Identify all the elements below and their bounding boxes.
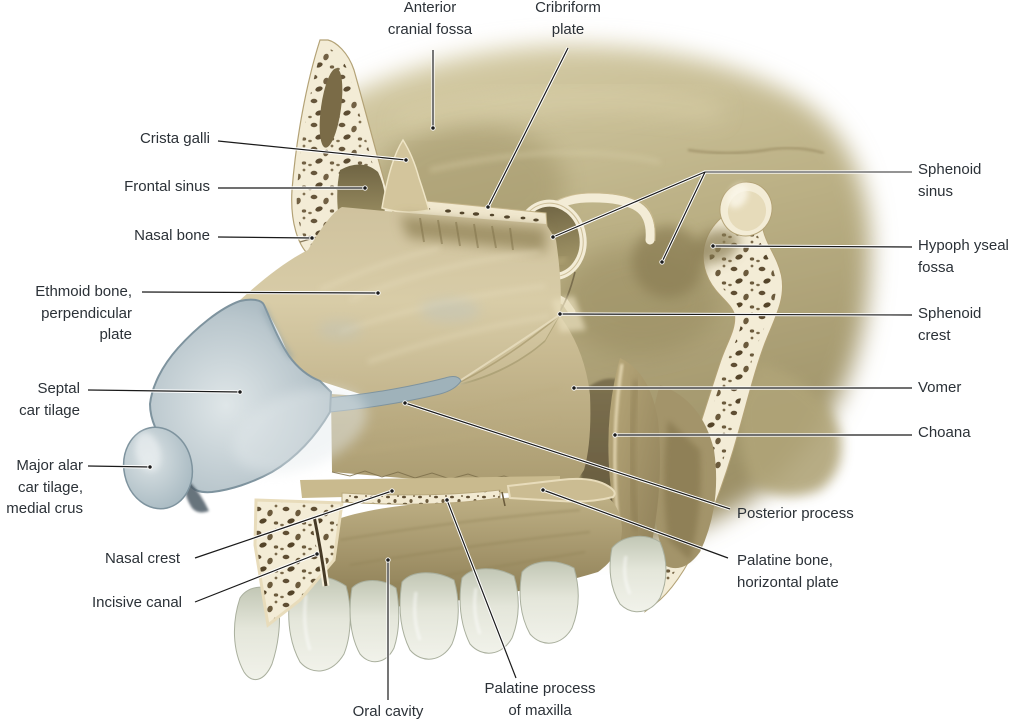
tooth [399,572,459,660]
leader-palatine-bone [542,489,729,559]
label-vomer: Vomer [918,379,962,396]
clivus-shape [737,362,842,497]
label-cribriform-plate: Cribriform plate [535,0,601,38]
upper-teeth-row [233,535,667,680]
leader-lines [87,47,913,700]
diploic-space [319,68,343,148]
label-frontal-sinus: Frontal sinus [124,178,210,195]
label-posterior-process: Posterior process [737,505,854,522]
label-choana: Choana [918,424,971,441]
label-incisive-canal: Incisive canal [91,594,182,611]
leader-septal-cartilage [87,389,241,393]
incisive-canal-slit [312,515,328,587]
major-alar-cartilage-shape [122,426,194,510]
maxilla-and-palate [233,476,667,680]
label-ethmoid-bone: Ethmoid bone, perpendicular plate [35,283,132,343]
leader-nasal-bone [217,236,313,239]
septal-cartilage-shape [122,298,462,513]
label-palatine-bone: Palatine bone, horizontal plate [737,552,839,591]
frontal-bone-strip [291,39,397,257]
tooth [519,561,579,644]
leader-nasal-crest [194,490,393,559]
nostril-notch [185,482,209,513]
leader-sphenoid-crest [559,313,913,316]
leader-ethmoid-bone [141,291,379,294]
leader-major-alar-cartilage [87,465,151,468]
leader-hypophyseal-fossa [712,245,913,248]
leader-palatine-process [446,499,517,679]
label-major-alar-cartilage: Major alar car tilage, medial crus [6,457,83,517]
label-sphenoid-crest: Sphenoid crest [918,305,982,344]
dorsum-sellae-knob [719,181,773,237]
leader-posterior-process [404,402,731,510]
tooth [349,580,400,663]
leader-crista-galli [217,140,407,161]
label-hypophyseal-fossa: Hypoph yseal fossa [918,237,1009,276]
label-palatine-process: Palatine process of maxilla [484,680,596,719]
label-nasal-crest: Nasal crest [104,550,180,567]
ethmoid-perpendicular-plate [240,207,561,397]
label-oral-cavity: Oral cavity [352,703,424,720]
label-septal-cartilage: Septal car tilage [19,380,80,419]
leader-sphenoid-sinus-branch-a [661,171,706,263]
label-crista-galli: Crista galli [139,130,210,147]
leader-sphenoid-sinus-branch-b [552,171,706,238]
label-nasal-bone: Nasal bone [134,227,210,244]
label-anterior-cranial-fossa: Anterior cranial fossa [387,0,473,38]
leader-incisive-canal [194,553,318,603]
tooth [609,535,667,613]
label-sphenoid-sinus: Sphenoid sinus [918,161,982,200]
sphenoid-sinus-posterior-shading [632,226,704,298]
leader-cribriform-plate [487,47,569,208]
